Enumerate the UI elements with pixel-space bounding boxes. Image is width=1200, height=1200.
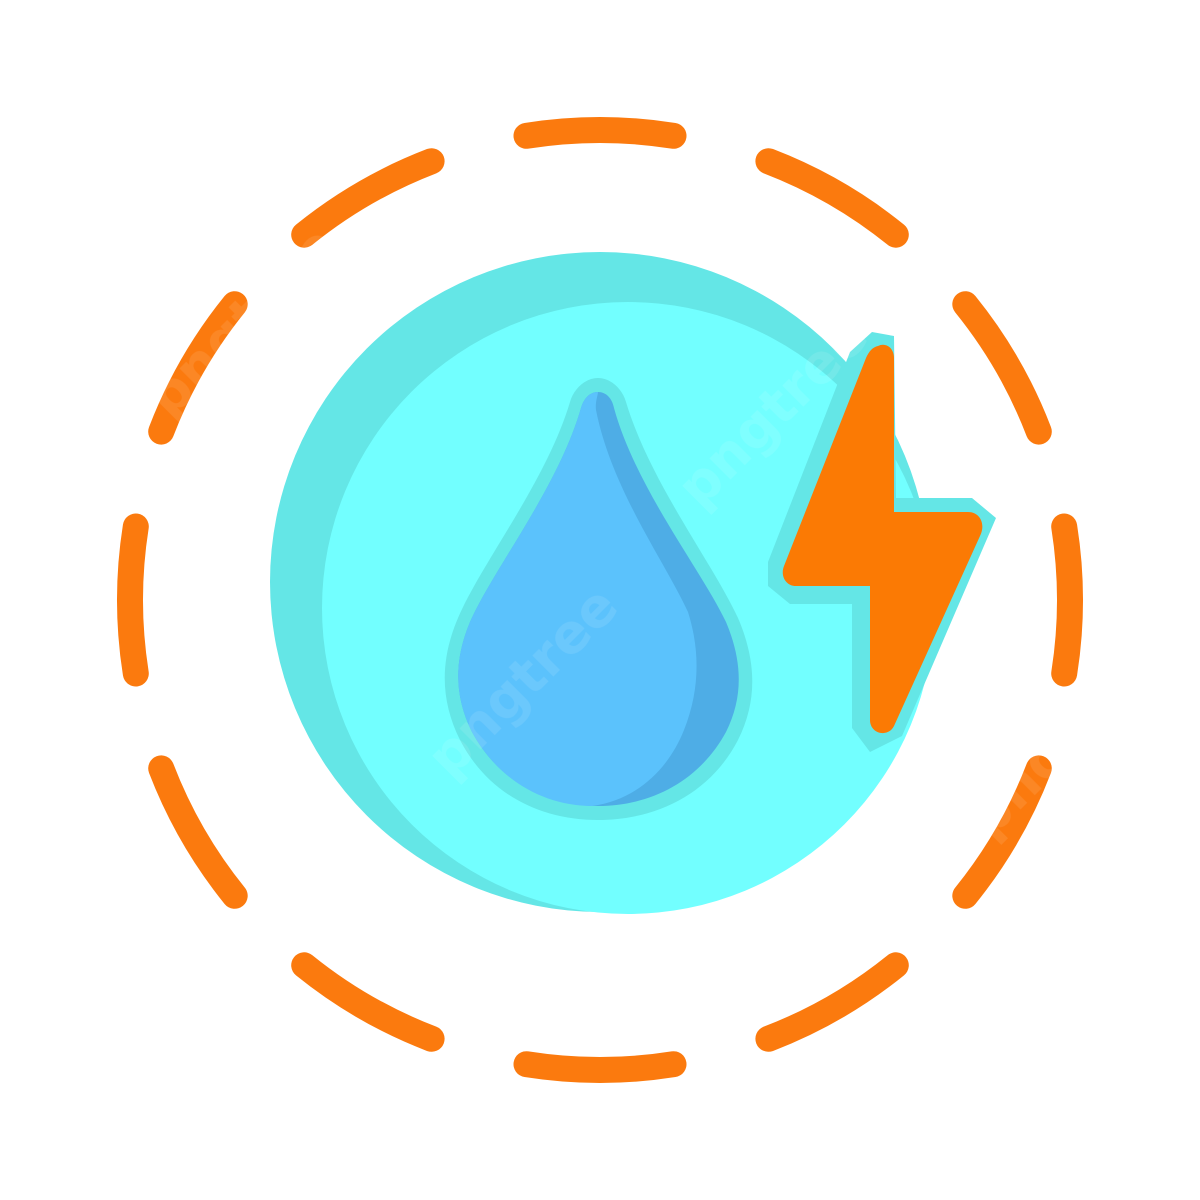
watermark-text-3: pngtree [135,214,350,429]
orbit-dash [755,952,909,1052]
orbit-dash [755,148,909,248]
water-drop-icon [444,378,753,820]
orbit-dash [952,755,1052,909]
orbit-dash [513,117,687,149]
lightning-bolt-shape [782,344,983,734]
orbit-dash [148,291,248,445]
water-drop-body [458,392,697,806]
orbit-dash [148,755,248,909]
orbit-dash [117,513,149,687]
dashed-orbit [117,117,1083,1083]
lightning-bolt-icon [768,332,996,752]
orbit-dash [1051,513,1083,687]
orbit-dash [952,291,1052,445]
orbit-dash [291,148,445,248]
orbit-dash [291,952,445,1052]
orbit-dash [513,1051,687,1083]
